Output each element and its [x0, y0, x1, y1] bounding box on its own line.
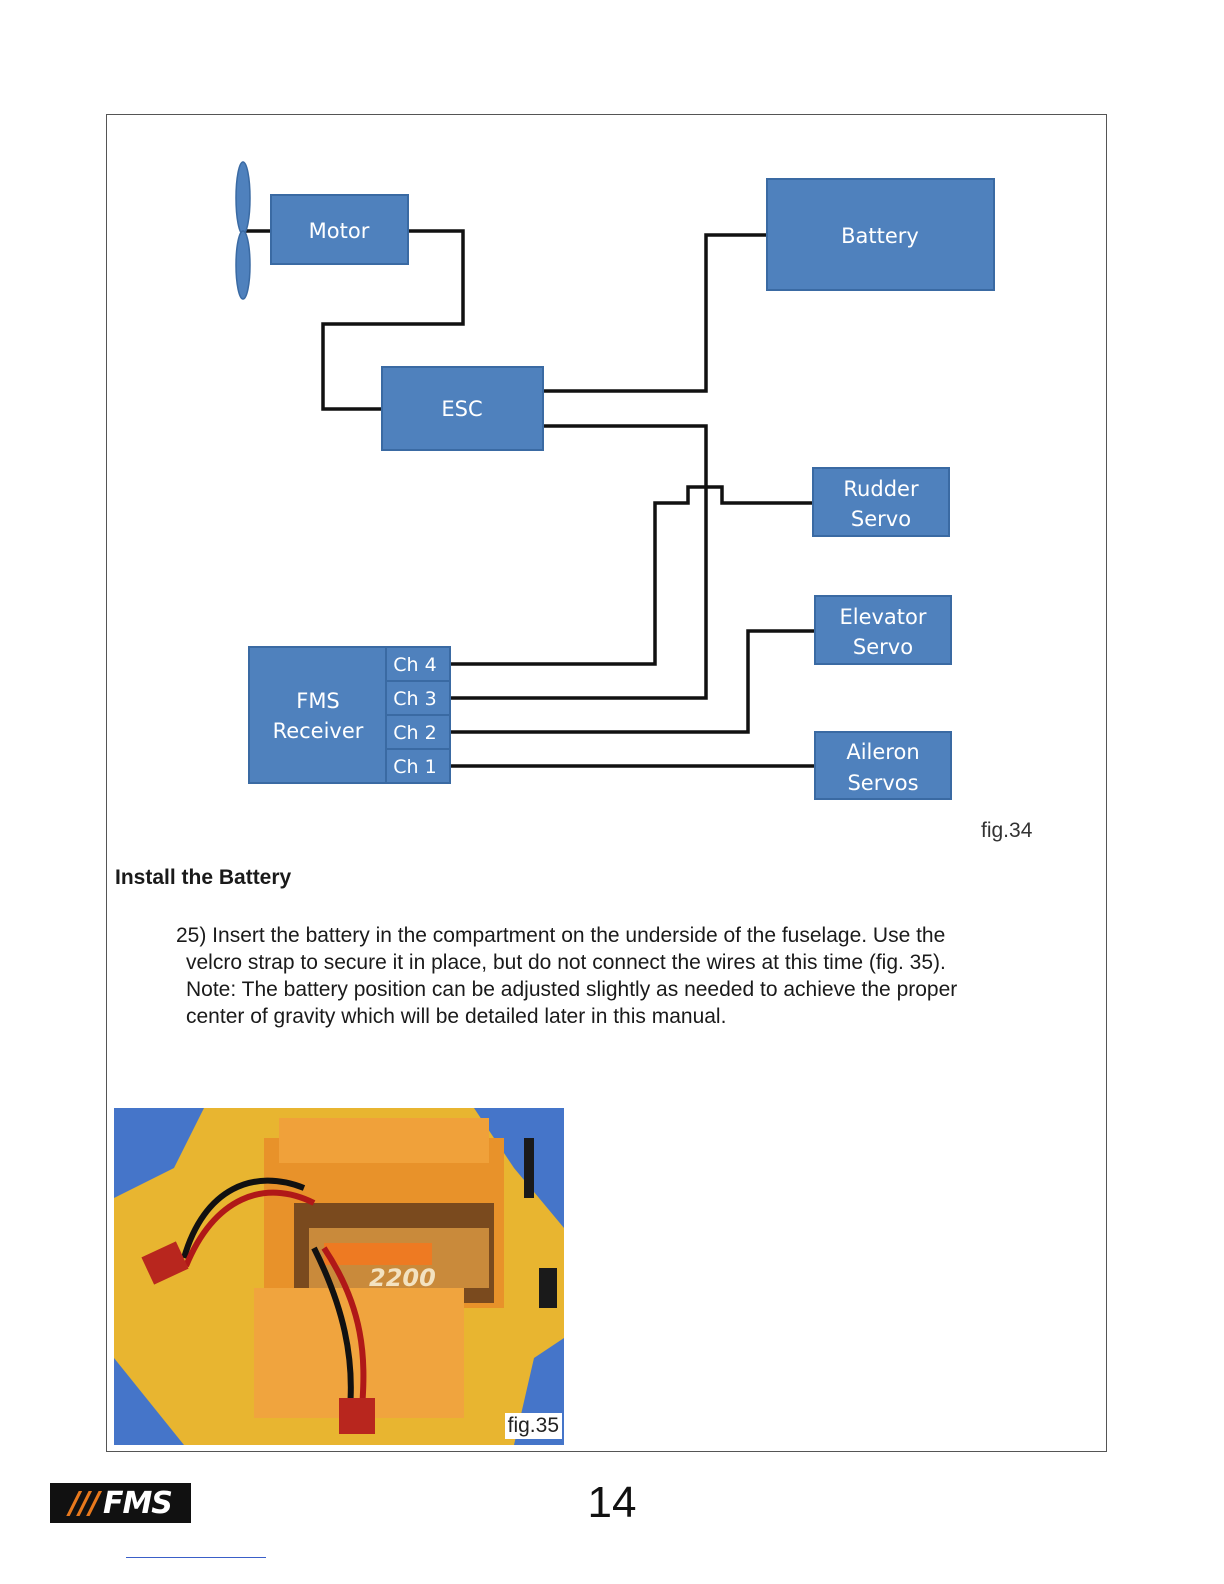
port-ch3: [385, 680, 451, 716]
port-ch4: [385, 646, 451, 682]
battery-label-patch: [324, 1243, 432, 1265]
wires: [242, 229, 815, 768]
receiver-box: FMS Receiver Ch 4 Ch 3 Ch 2 Ch 1: [248, 646, 451, 784]
fms-logo: /// FMS: [50, 1483, 191, 1523]
battery-photo: 2200 fig.35: [114, 1108, 564, 1445]
battery-box: Battery: [766, 178, 995, 291]
battery-capacity-text: 2200: [369, 1264, 436, 1292]
elevator-label-1: Elevator: [839, 605, 926, 629]
motor-label: Motor: [309, 219, 370, 243]
elevator-servo-box: Elevator Servo: [814, 595, 952, 665]
rudder-servo-box: Rudder Servo: [812, 467, 950, 537]
propeller-icon: [235, 161, 251, 300]
step-line-2: velcro strap to secure it in place, but …: [186, 951, 946, 974]
channel-label-ch2: Ch 2: [393, 722, 436, 744]
receiver-label-2: Receiver: [273, 719, 364, 743]
channel-label-ch3: Ch 3: [393, 688, 436, 710]
wire-esc-ch3: [450, 424, 708, 700]
aileron-label-1: Aileron: [846, 740, 919, 764]
bottom-rule: [126, 1557, 266, 1558]
motor-box: Motor: [270, 194, 409, 265]
step-line-3: Note: The battery position can be adjust…: [186, 978, 958, 1001]
wire-motor-esc: [321, 229, 465, 411]
fms-logo-mark-icon: ///: [69, 1485, 100, 1521]
step-25-text: 25) Insert the battery in the compartmen…: [176, 922, 1086, 1030]
battery-photo-illustration: 2200: [114, 1108, 564, 1445]
channel-label-ch1: Ch 1: [393, 756, 436, 778]
fms-logo-text: FMS: [102, 1485, 173, 1521]
page-number: 14: [587, 1478, 637, 1527]
step-line-1: 25) Insert the battery in the compartmen…: [176, 924, 946, 947]
wire-ch4-rudder: [450, 485, 813, 666]
channel-ports: [385, 646, 451, 784]
rudder-label-1: Rudder: [843, 477, 919, 501]
aileron-label-2: Servos: [847, 771, 918, 795]
esc-box: ESC: [381, 366, 544, 451]
battery-label: Battery: [841, 224, 919, 248]
receiver-label-1: FMS: [296, 689, 340, 713]
port-ch1: [385, 748, 451, 784]
figure-35-label: fig.35: [504, 1413, 562, 1439]
wire-ch2-elevator: [450, 629, 815, 734]
channel-label-ch4: Ch 4: [393, 654, 436, 676]
esc-label: ESC: [441, 397, 482, 421]
figure-34-label: fig.34: [981, 819, 1033, 842]
wiring-diagram: Motor Battery ESC Rudder Servo Elevator …: [235, 161, 995, 800]
section-heading: Install the Battery: [115, 866, 292, 889]
step-line-4: center of gravity which will be detailed…: [186, 1005, 727, 1028]
wire-esc-battery: [543, 233, 767, 393]
page-frame: Motor Battery ESC Rudder Servo Elevator …: [106, 114, 1107, 1452]
aileron-servos-box: Aileron Servos: [814, 731, 952, 800]
rudder-label-2: Servo: [851, 507, 911, 531]
elevator-label-2: Servo: [853, 635, 913, 659]
